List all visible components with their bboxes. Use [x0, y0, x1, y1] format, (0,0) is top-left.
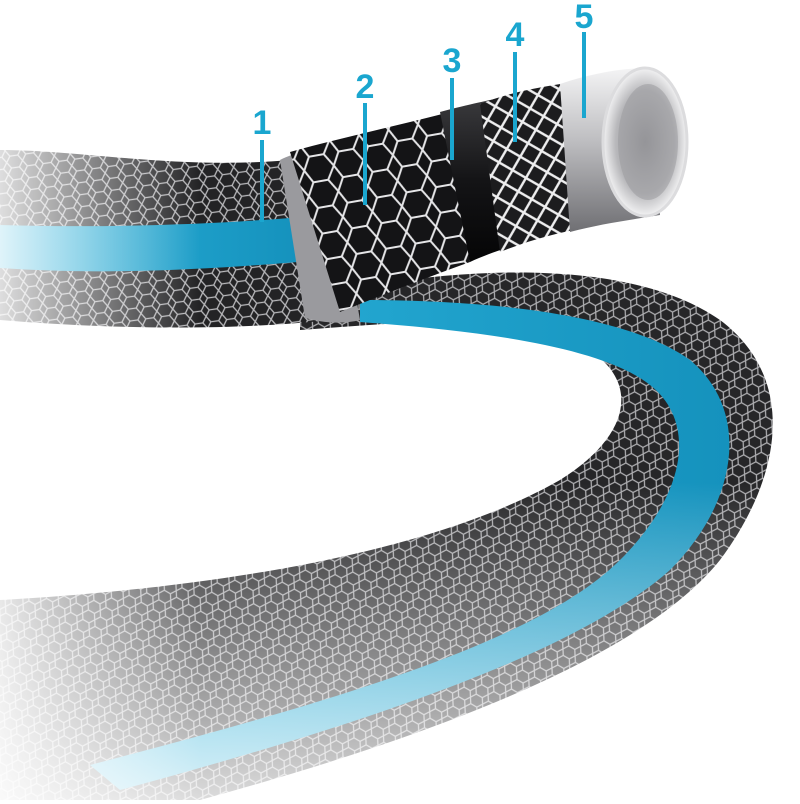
callout-number-5: 5 [575, 0, 594, 36]
callout-number-3: 3 [443, 42, 462, 80]
callout-number-1: 1 [253, 104, 272, 142]
callout-number-4: 4 [506, 16, 525, 54]
callout-number-2: 2 [356, 68, 375, 106]
